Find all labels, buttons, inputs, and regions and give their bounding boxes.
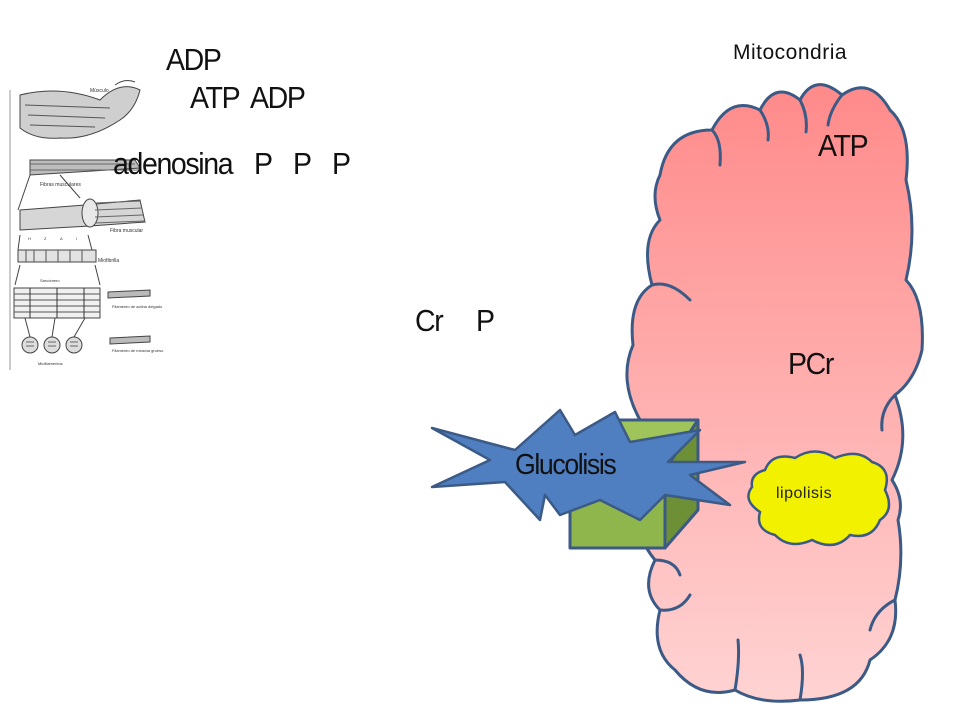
atp-left-label: ATP — [190, 80, 241, 115]
miofibrilla-label: Miofibrilla — [98, 258, 119, 264]
adp-right-label: ADP — [250, 80, 306, 115]
lipolisis-label: lipolisis — [776, 485, 833, 502]
muscle-label: Músculo — [90, 88, 109, 94]
creatine-label: Cr — [415, 303, 444, 338]
sarcomero-label: Sarcómero — [40, 278, 60, 283]
actina-label: Filamento de actina delgado — [112, 304, 163, 309]
glucolisis-label: Glucolisis — [515, 449, 617, 481]
mitocondria-label: Mitocondria — [733, 41, 848, 64]
phosphate-2-label: P — [293, 146, 312, 181]
fibra-label: Fibra muscular — [110, 228, 143, 234]
lipolisis-cloud — [747, 450, 891, 547]
pcr-label: PCr — [788, 346, 834, 381]
band-z-label: Z — [44, 236, 47, 241]
glucolisis-starburst — [430, 408, 747, 522]
band-i-label: I — [76, 236, 77, 241]
band-h-label: H — [28, 236, 31, 241]
adp-top-label: ADP — [166, 42, 222, 77]
miofilamentos-label: Miofilamentos — [38, 361, 63, 366]
muscle-fiber-illustration: Músculo Fibras musculares Fibra muscular… — [9, 80, 164, 370]
atp-mito-label: ATP — [818, 128, 869, 163]
phosphate-3-label: P — [332, 146, 351, 181]
creatine-phosphate-p-label: P — [476, 303, 495, 338]
adenosina-label: adenosina — [113, 146, 234, 181]
band-a-label: A — [60, 236, 63, 241]
miosina-label: Filamento de miosina grueso — [112, 348, 164, 353]
fibras-label: Fibras musculares — [40, 182, 81, 188]
phosphate-1-label: P — [254, 146, 273, 181]
